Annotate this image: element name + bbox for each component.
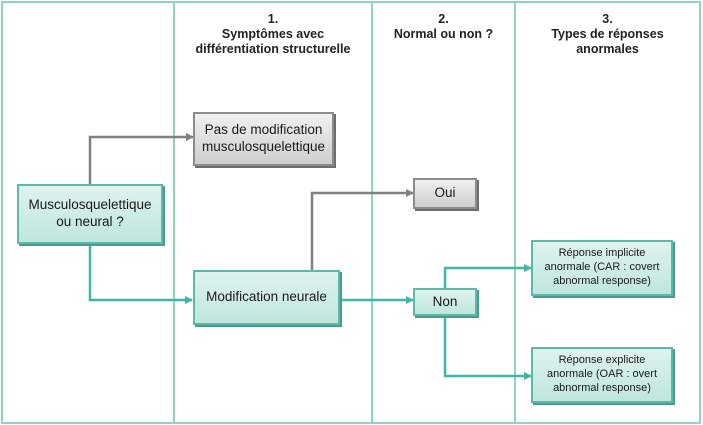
car-box: Réponse implicite anormale (CAR : covert… — [531, 240, 673, 296]
start-box: Musculosquelettique ou neural ? — [17, 184, 163, 244]
car-line2: anormale (CAR : covert — [544, 261, 660, 274]
neural-modification-box: Modification neurale — [193, 270, 340, 325]
column-1-title-line1: Symptômes avec — [221, 27, 325, 41]
start-box-line1: Musculosquelettique — [28, 197, 152, 213]
arrow-to-neural-modification — [88, 244, 193, 304]
column-1-number: 1. — [267, 12, 279, 26]
oar-line1: Réponse explicite — [558, 354, 646, 367]
column-header-2: 2. Normal ou non ? — [374, 12, 513, 42]
column-3-title-line1: Types de réponses — [551, 27, 664, 41]
oar-box: Réponse explicite anormale (OAR : overt … — [531, 347, 673, 403]
non-label: Non — [432, 293, 458, 309]
no-modification-line2: musculosquelettique — [201, 139, 326, 154]
oar-line3: abnormal response) — [553, 381, 651, 394]
non-box: Non — [413, 288, 477, 316]
no-modification-line1: Pas de modification — [204, 122, 323, 138]
arrow-to-car — [443, 264, 532, 288]
column-3-number: 3. — [602, 12, 613, 26]
column-2-title-line1: Normal ou non ? — [393, 27, 494, 41]
column-header-3: 3. Types de réponses anormales — [517, 12, 698, 57]
car-line3: abnormal response) — [553, 274, 651, 287]
column-3-title-line2: anormales — [576, 42, 639, 56]
no-modification-box: Pas de modification musculosquelettique — [193, 112, 334, 166]
car-line1: Réponse implicite — [558, 247, 646, 260]
column-2-number: 2. — [438, 12, 449, 26]
start-box-line2: ou neural ? — [56, 214, 124, 229]
column-1-title-line2: différentiation structurelle — [195, 42, 351, 56]
column-header-1: 1. Symptômes avec différentiation struct… — [176, 12, 370, 57]
neural-modification-label: Modification neurale — [206, 289, 327, 305]
oui-box: Oui — [413, 178, 477, 209]
arrow-to-no-modification — [88, 133, 194, 184]
oui-label: Oui — [434, 185, 456, 201]
arrow-to-oar — [443, 316, 532, 380]
oar-line2: anormale (OAR : overt — [546, 368, 658, 381]
arrow-to-oui — [310, 189, 414, 270]
